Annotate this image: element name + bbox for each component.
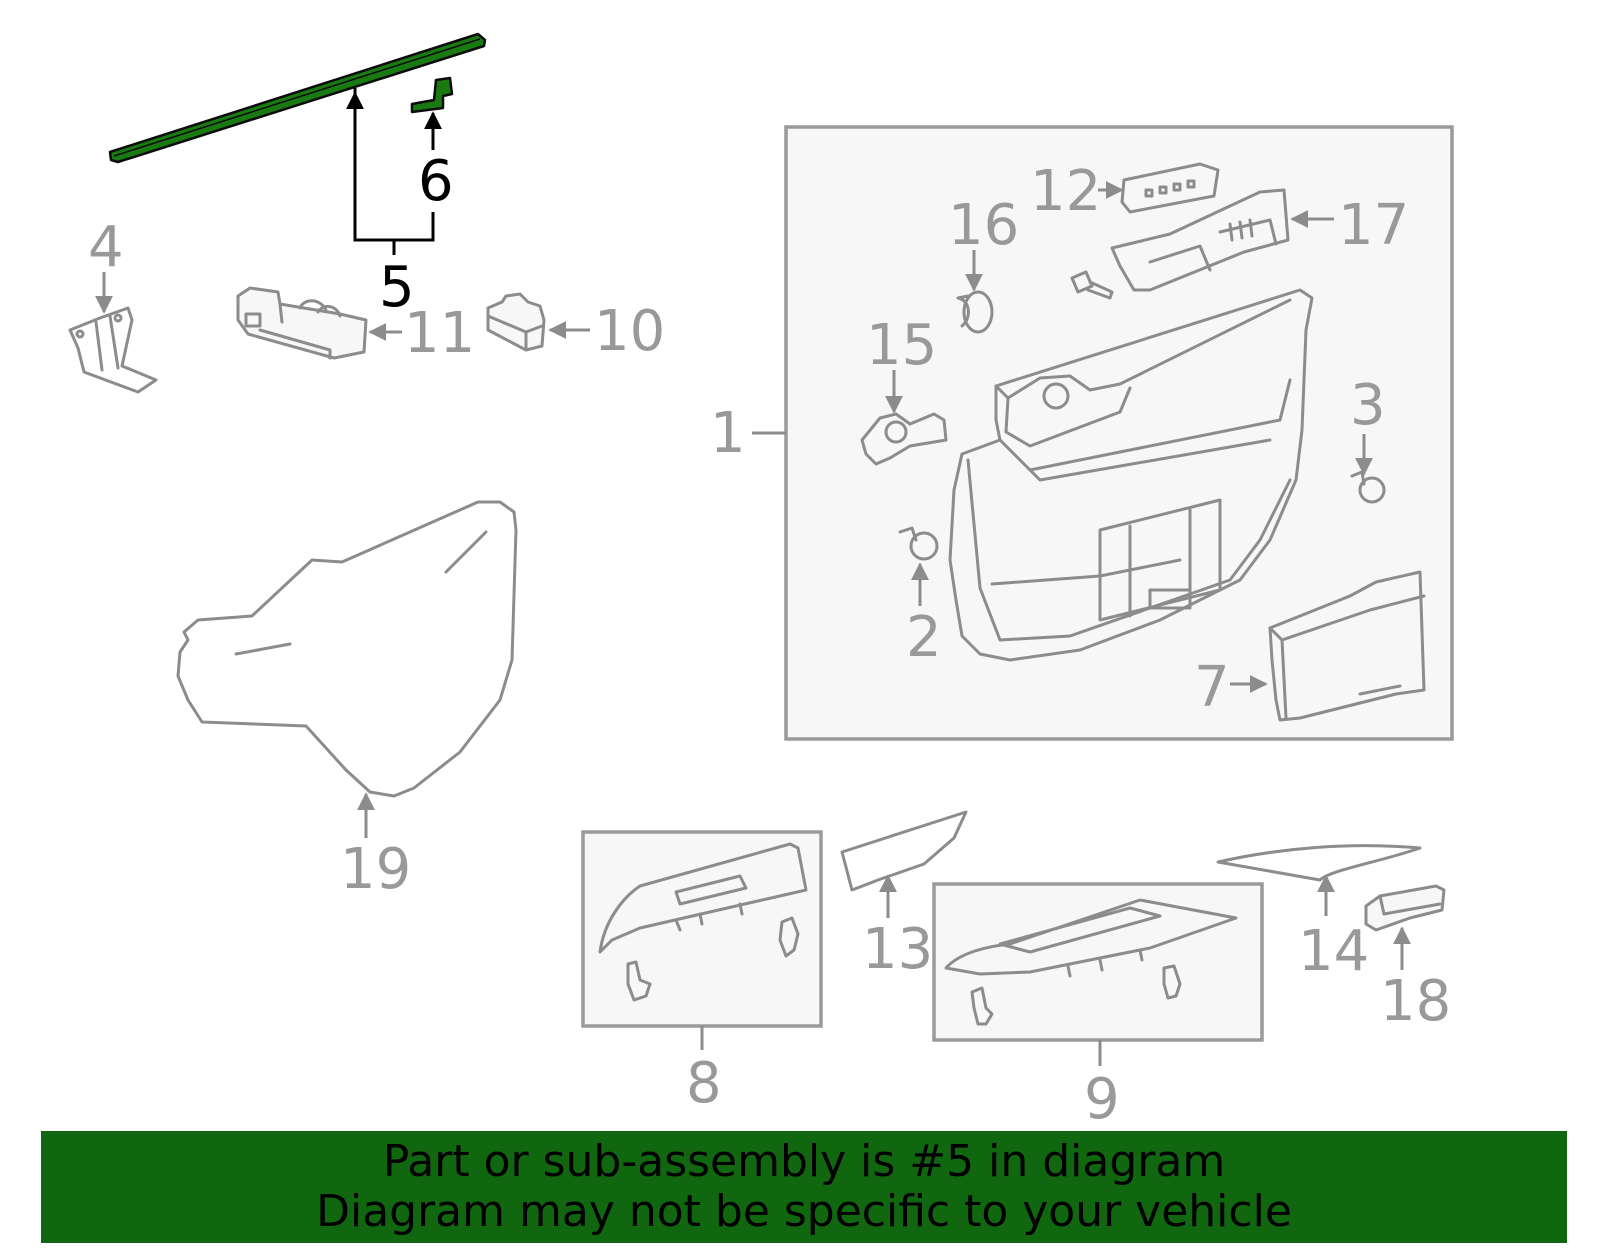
callout-19: 19 [340,837,411,902]
callout-12: 12 [1030,159,1101,224]
part-19-service-hole-cover[interactable] [176,500,518,798]
leader-5-6 [346,88,442,255]
callout-5: 5 [379,255,415,320]
callout-3: 3 [1350,373,1386,438]
callout-8: 8 [686,1051,722,1116]
part-9-armrest[interactable] [944,898,1238,1026]
part-10-switch-button[interactable] [486,292,546,352]
part-11-window-switch[interactable] [236,286,368,360]
callout-14: 14 [1298,919,1369,984]
part-17-armrest-bezel[interactable] [1110,188,1290,292]
banner-line-2: Diagram may not be specific to your vehi… [316,1186,1292,1237]
callout-6: 6 [418,149,454,214]
part-15-bracket[interactable] [860,412,948,466]
callout-4: 4 [88,215,124,280]
callout-15: 15 [866,313,937,378]
part-16-cap[interactable] [956,290,994,334]
part-5-belt-moulding[interactable] [108,32,487,164]
part-8-armrest[interactable] [598,842,808,1002]
part-6-clip[interactable] [410,76,454,114]
callout-18: 18 [1380,969,1451,1034]
callout-9: 9 [1084,1067,1120,1132]
callout-10: 10 [594,299,665,364]
part-2-clip[interactable] [898,526,939,561]
callout-11: 11 [404,301,475,366]
screw[interactable] [1070,270,1114,300]
part-13-trim-strip[interactable] [840,810,968,892]
part-12-switch-base[interactable] [1120,162,1220,214]
callout-2: 2 [906,605,942,670]
notice-banner: Part or sub-assembly is #5 in diagram Di… [41,1131,1567,1243]
part-4-bracket[interactable] [68,306,158,394]
callout-7: 7 [1194,655,1230,720]
part-7-pocket[interactable] [1268,570,1426,722]
part-1-door-trim-board[interactable] [948,288,1314,662]
callout-17: 17 [1338,193,1409,258]
part-14-trim-strip[interactable] [1216,844,1422,882]
part-18-switch[interactable] [1364,884,1446,932]
banner-line-1: Part or sub-assembly is #5 in diagram [382,1136,1226,1187]
callout-13: 13 [862,917,933,982]
callout-16: 16 [948,193,1019,258]
callout-1: 1 [710,401,746,466]
